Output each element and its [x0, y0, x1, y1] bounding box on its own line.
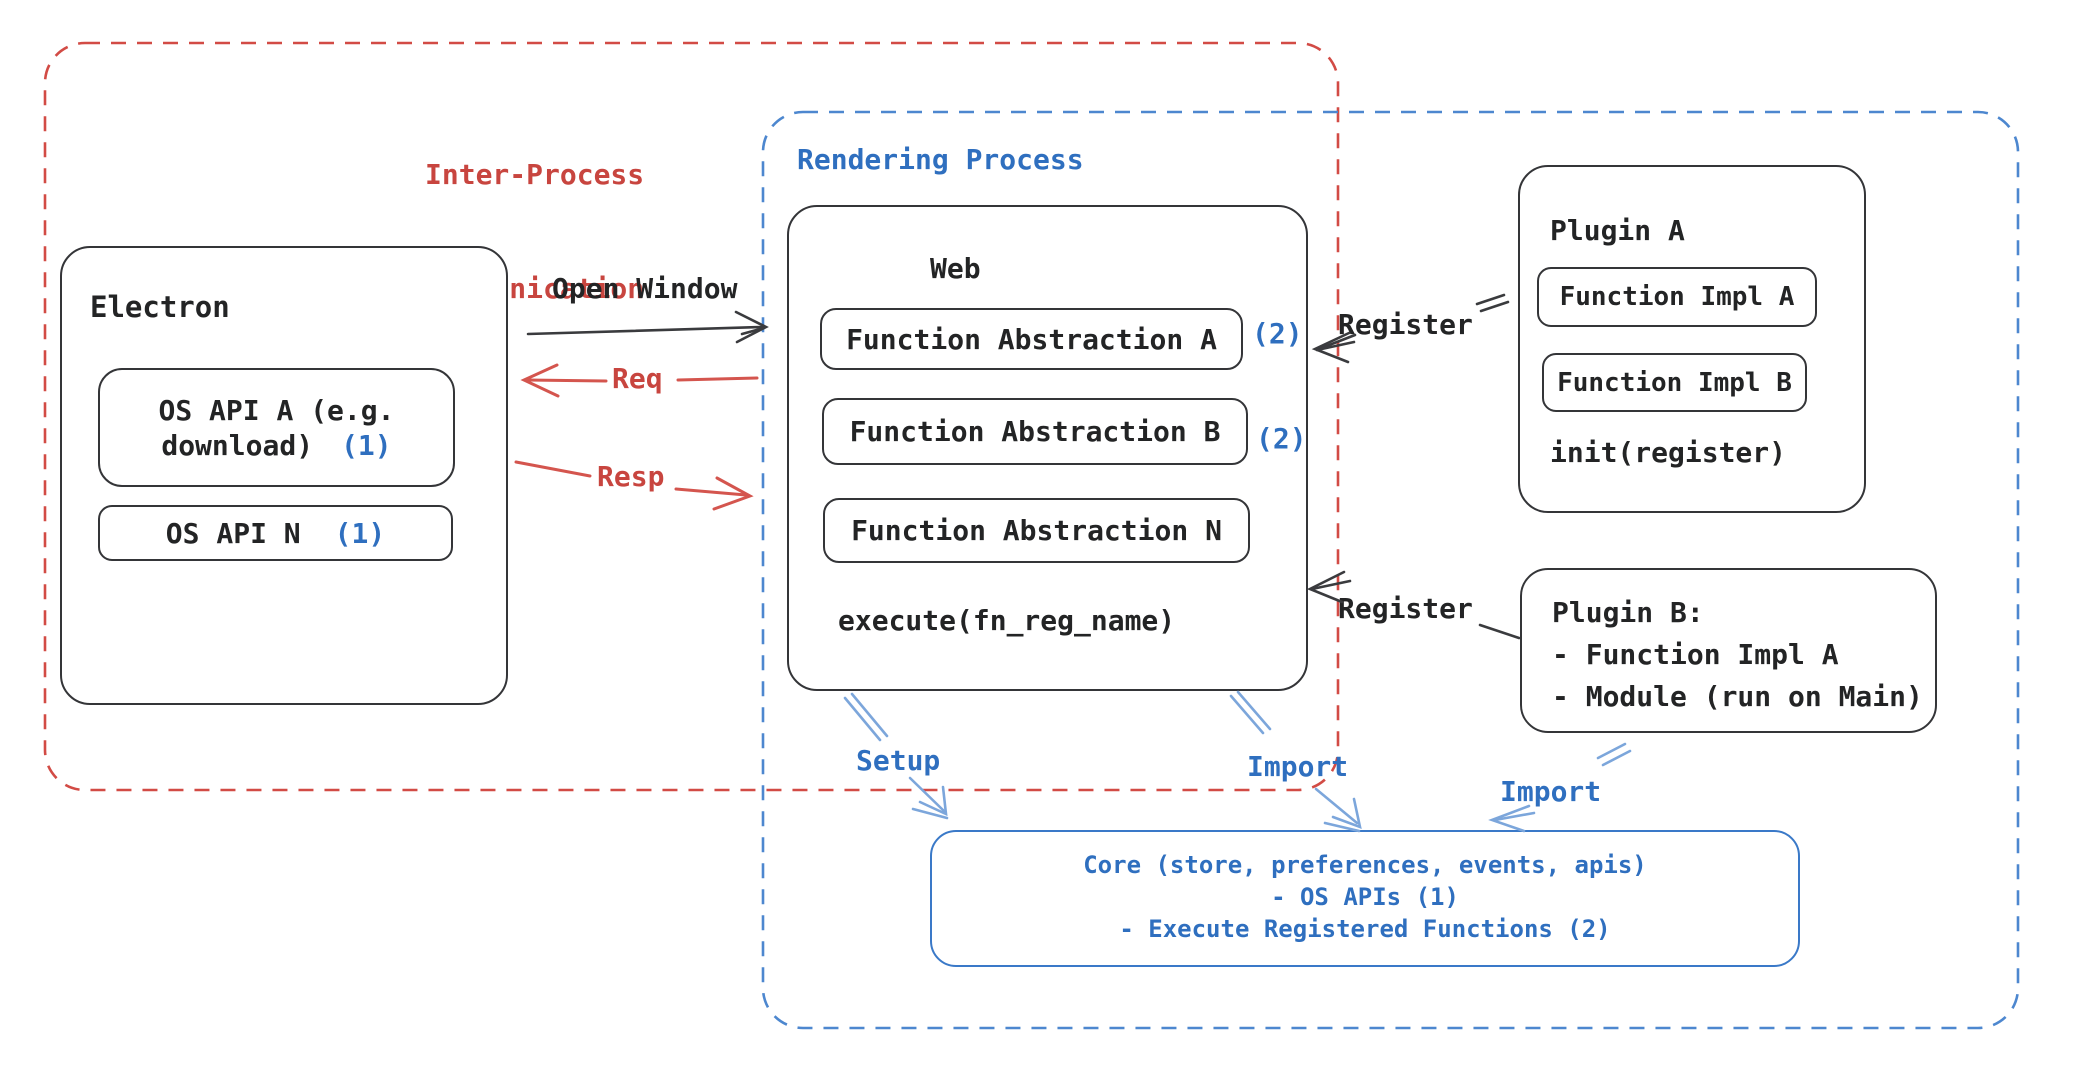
- resp-arrowhead: [712, 476, 754, 511]
- req-label: Req: [612, 362, 663, 395]
- resp-label: Resp: [597, 460, 665, 493]
- import-web-arrow-upper1: [1229, 694, 1265, 735]
- open-window-arrowhead-extra: [740, 326, 766, 336]
- function-impl-a-box: Function Impl A: [1537, 267, 1817, 327]
- import-plugin-label: Import: [1500, 775, 1602, 808]
- register-b-line: [1478, 623, 1521, 640]
- setup-arrowhead-extra: [911, 807, 949, 820]
- core-line-2: - OS APIs (1): [1271, 883, 1459, 911]
- import-plugin-arrowhead: [1488, 804, 1531, 833]
- import-web-arrowhead: [1331, 797, 1362, 830]
- plugin-a-init-label: init(register): [1550, 436, 1787, 469]
- function-abstraction-a-badge: (2): [1252, 317, 1303, 350]
- plugin-a-title: Plugin A: [1550, 214, 1685, 247]
- register-a-line-tick2: [1479, 300, 1510, 313]
- core-line-3: - Execute Registered Functions (2): [1119, 915, 1611, 943]
- web-execute-label: execute(fn_reg_name): [838, 604, 1176, 637]
- function-abstraction-b-box: Function Abstraction B: [822, 398, 1248, 465]
- import-web-arrow-upper2: [1236, 690, 1272, 731]
- resp-arrow-right-segment: [674, 487, 748, 497]
- plugin-b-item-2: - Module (run on Main): [1552, 680, 1923, 713]
- core-box: Core (store, preferences, events, apis) …: [930, 830, 1800, 967]
- plugin-b-title: Plugin B:: [1552, 596, 1704, 629]
- register-a-line-tick1: [1475, 293, 1506, 306]
- import-plugin-arrowhead-extra: [1493, 811, 1536, 822]
- import-web-arrow-lower: [1314, 787, 1359, 825]
- import-plugin-arrow-tick2: [1601, 749, 1632, 767]
- register-a-arrowhead-extra: [1315, 340, 1356, 352]
- setup-arrow-lower: [908, 776, 946, 813]
- os-api-n-badge: (1): [334, 516, 386, 550]
- plugin-a-box: [1518, 165, 1866, 513]
- resp-arrow-left-segment: [514, 460, 592, 478]
- register-b-arrowhead-extra: [1310, 579, 1352, 591]
- import-web-label: Import: [1247, 750, 1349, 783]
- web-title: Web: [930, 252, 981, 285]
- register-b-label: Register: [1338, 592, 1473, 625]
- plugin-b-box: [1520, 568, 1937, 733]
- register-a-label: Register: [1338, 308, 1473, 341]
- setup-arrowhead: [918, 785, 948, 817]
- os-api-n-label: OS API N: [165, 516, 301, 550]
- open-window-arrowhead: [734, 310, 769, 344]
- function-abstraction-a-box: Function Abstraction A: [820, 308, 1243, 370]
- ipc-label-line1: Inter-Process: [425, 158, 645, 191]
- function-abstraction-n-box: Function Abstraction N: [823, 498, 1250, 563]
- setup-label: Setup: [856, 744, 941, 777]
- function-impl-b-box: Function Impl B: [1542, 353, 1807, 412]
- import-plugin-arrow-tick1: [1596, 742, 1627, 760]
- req-arrow-right-segment: [676, 376, 759, 382]
- os-api-a-line2: download): [161, 428, 314, 462]
- os-api-a-badge: (1): [341, 428, 392, 462]
- os-api-a-content: OS API A (e.g. download) (1): [100, 370, 453, 485]
- function-abstraction-b-badge: (2): [1256, 422, 1307, 455]
- setup-arrow-upper1: [843, 696, 882, 742]
- core-line-1: Core (store, preferences, events, apis): [1083, 851, 1647, 879]
- os-api-a-line1: OS API A (e.g.: [158, 393, 395, 427]
- os-api-n-box: OS API N (1): [98, 505, 453, 561]
- electron-title: Electron: [90, 290, 230, 324]
- rendering-group-label: Rendering Process: [797, 143, 1084, 176]
- plugin-b-item-1: - Function Impl A: [1552, 638, 1839, 671]
- open-window-label: Open Window: [552, 272, 738, 305]
- os-api-a-box: OS API A (e.g. download) (1): [98, 368, 455, 487]
- plugin-b-content: Plugin B: - Function Impl A - Module (ru…: [1552, 592, 1923, 718]
- setup-arrow-upper2: [850, 692, 889, 738]
